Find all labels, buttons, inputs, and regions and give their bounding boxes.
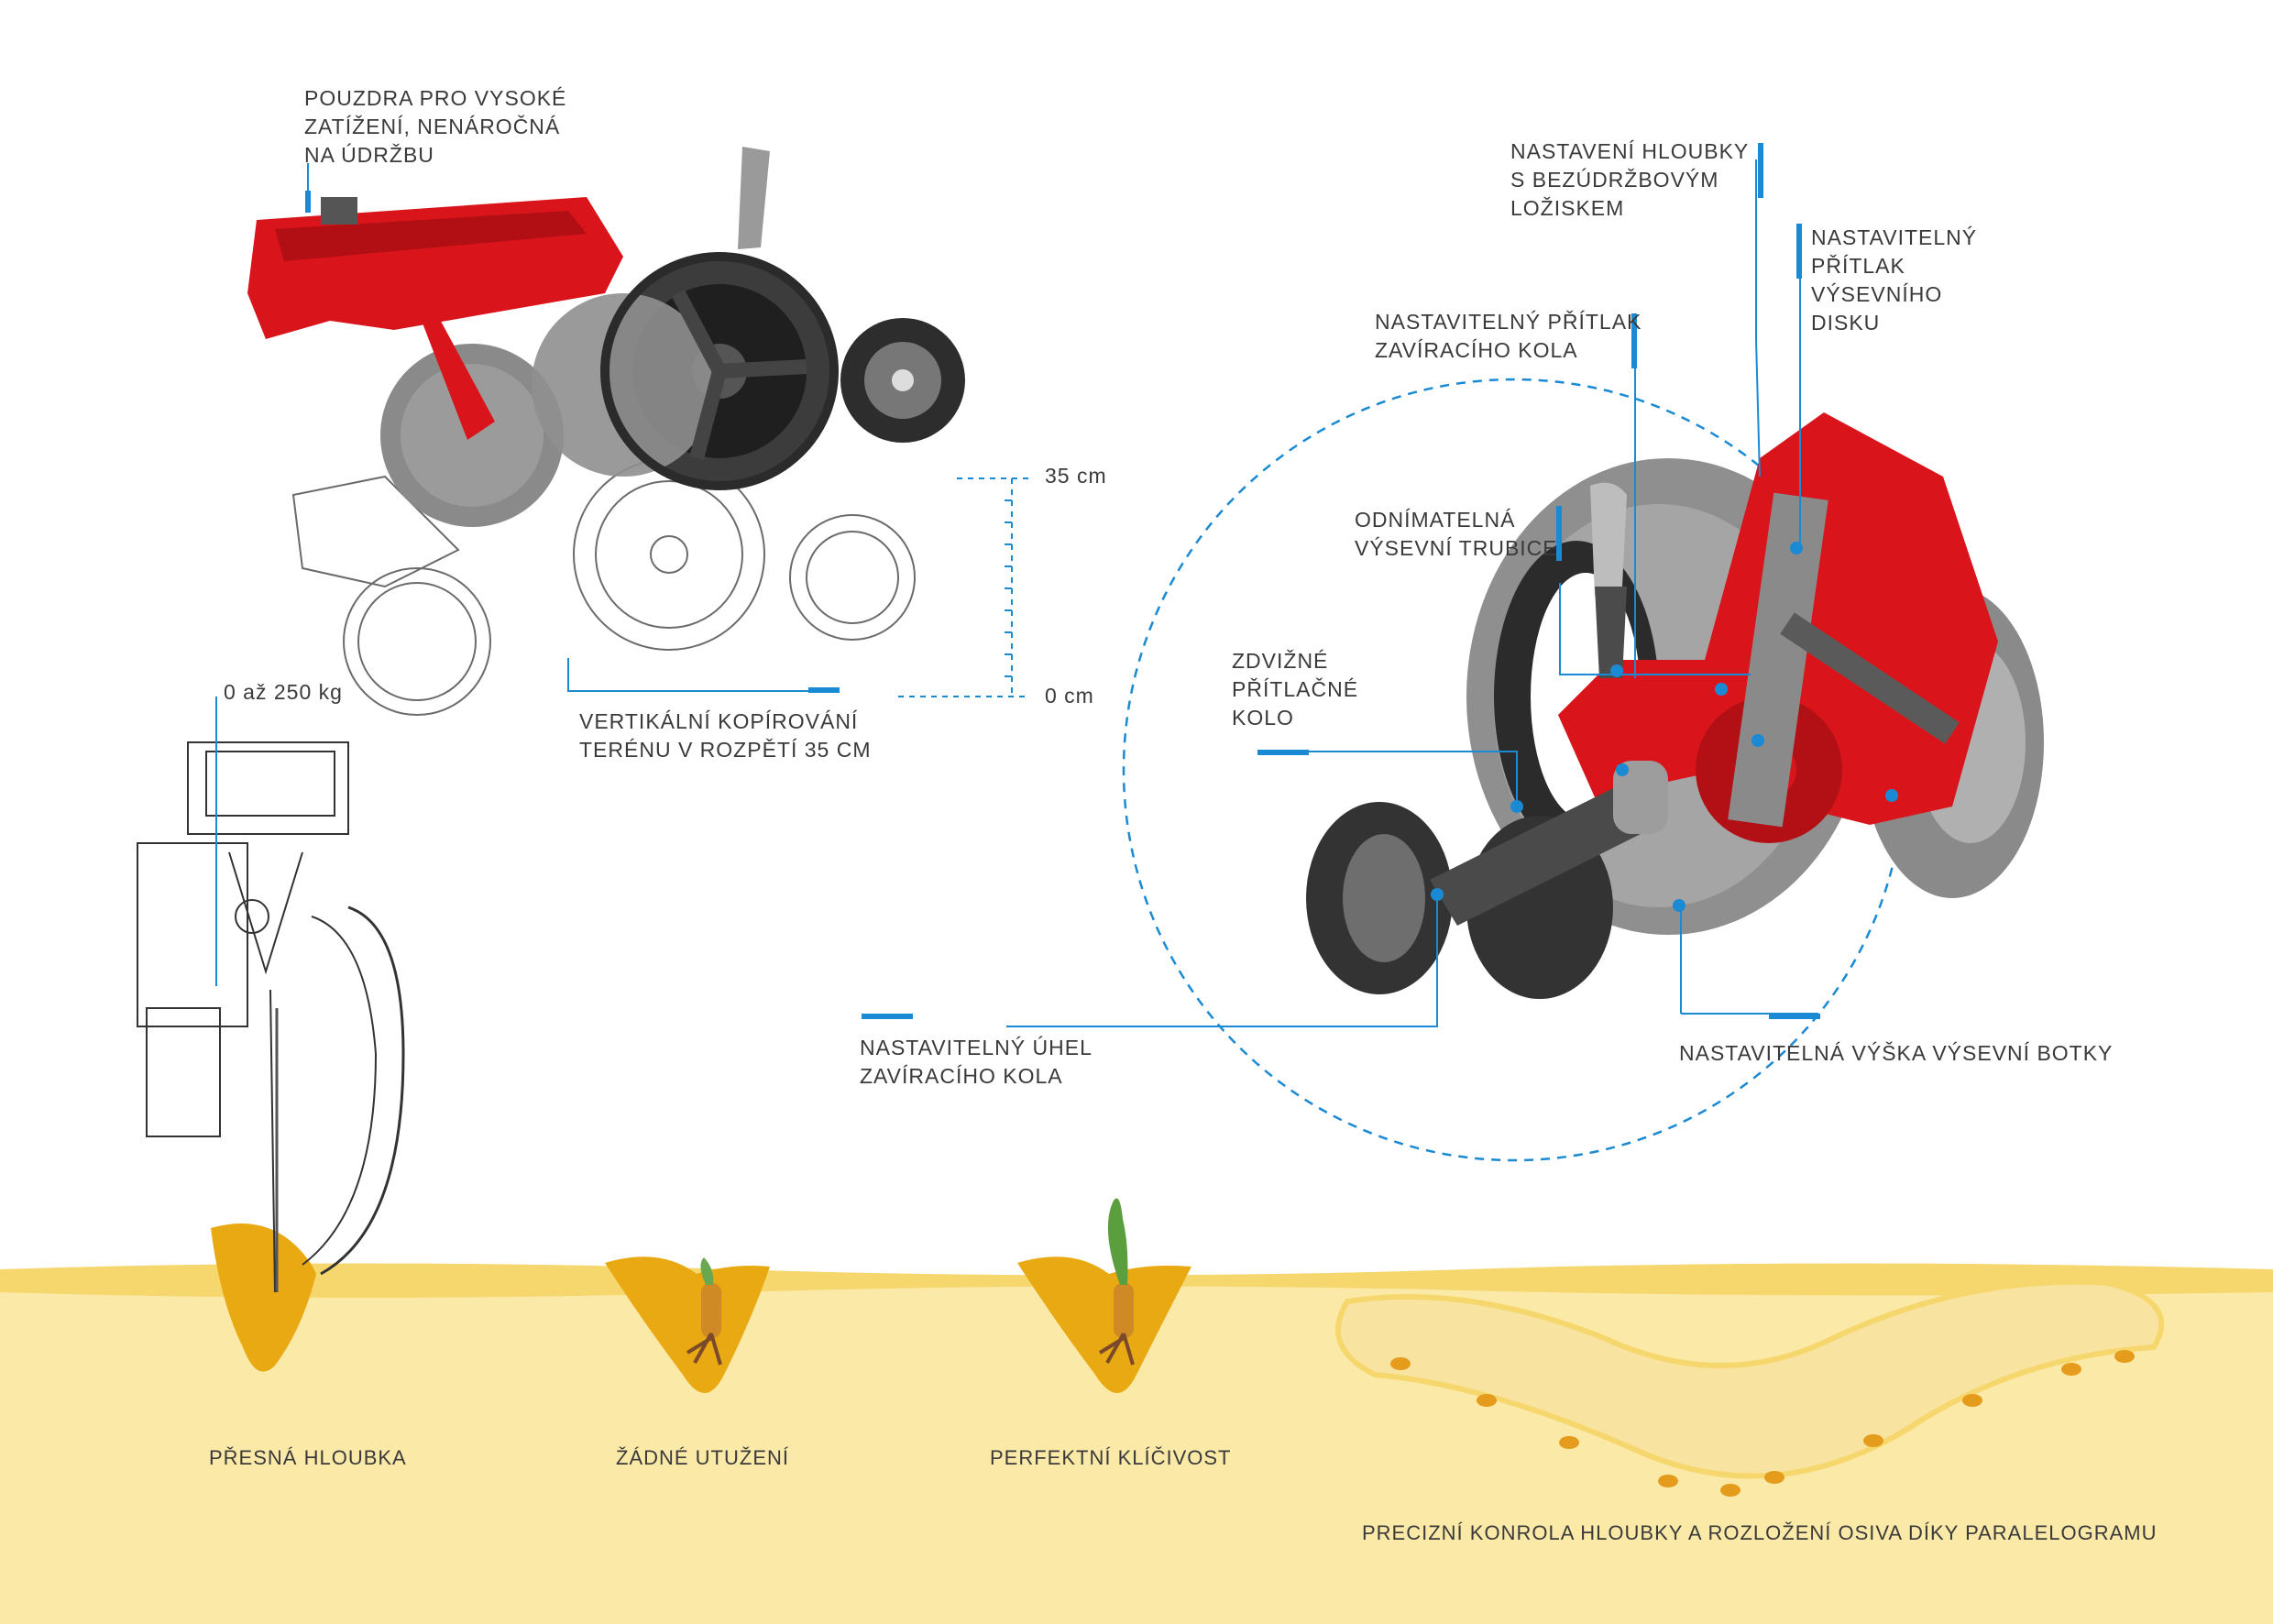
scale-top-label: 35 cm — [1045, 464, 1107, 488]
label-disc-pressure: NASTAVITELNÝ PŘÍTLAK VÝSEVNÍHO DISKU — [1811, 225, 1978, 335]
sprout-small — [700, 1257, 714, 1285]
soil-label-germination: PERFEKTNÍ KLÍČIVOST — [990, 1446, 1232, 1469]
label-boot-height: NASTAVITELNÁ VÝŠKA VÝSEVNÍ BOTKY — [1679, 1041, 2114, 1065]
height-scale — [898, 477, 1030, 697]
detail-zoom-illustration — [1122, 378, 2044, 1162]
furrow-3 — [1017, 1256, 1191, 1393]
seeding-unit-illustration — [247, 147, 965, 716]
label-closing-pressure: NASTAVITELNÝ PŘÍTLAK ZAVÍRACÍHO KOLA — [1375, 310, 1642, 362]
label-terrain-copying: VERTIKÁLNÍ KOPÍROVÁNÍ TERÉNU V ROZPĚTÍ 3… — [579, 709, 872, 762]
seed-band — [1335, 1278, 2165, 1479]
label-closing-angle: NASTAVITELNÝ ÚHEL ZAVÍRACÍHO KOLA — [860, 1036, 1093, 1088]
label-lift-press-wheel: ZDVIŽNÉ PŘÍTLAČNÉ KOLO — [1232, 649, 1359, 730]
sprout-large — [1107, 1198, 1128, 1285]
furrow-2 — [605, 1256, 770, 1393]
front-view-illustration — [137, 741, 405, 1293]
parallelogram-caption: PRECIZNÍ KONROLA HLOUBKY A ROZLOŽENÍ OSI… — [1362, 1521, 2158, 1544]
scale-bottom-label: 0 cm — [1045, 684, 1094, 708]
soil-label-precise-depth: PŘESNÁ HLOUBKA — [209, 1446, 407, 1469]
label-bushings: POUZDRA PRO VYSOKÉ ZATÍŽENÍ, NENÁROČNÁ N… — [304, 86, 567, 167]
furrow-1 — [211, 1223, 316, 1372]
label-pressure-range: 0 až 250 kg — [224, 680, 343, 704]
leader-lines — [215, 159, 1818, 1027]
callout-tabs — [305, 143, 1820, 1019]
soil-layer — [0, 1198, 2273, 1624]
seed-dots — [1390, 1350, 2135, 1497]
label-depth-adjust: NASTAVENÍ HLOUBKY S BEZÚDRŽBOVÝM LOŽISKE… — [1510, 139, 1750, 220]
soil-label-no-compaction: ŽÁDNÉ UTUŽENÍ — [616, 1446, 789, 1469]
label-seed-tube: ODNÍMATELNÁ VÝSEVNÍ TRUBICE — [1355, 508, 1558, 560]
